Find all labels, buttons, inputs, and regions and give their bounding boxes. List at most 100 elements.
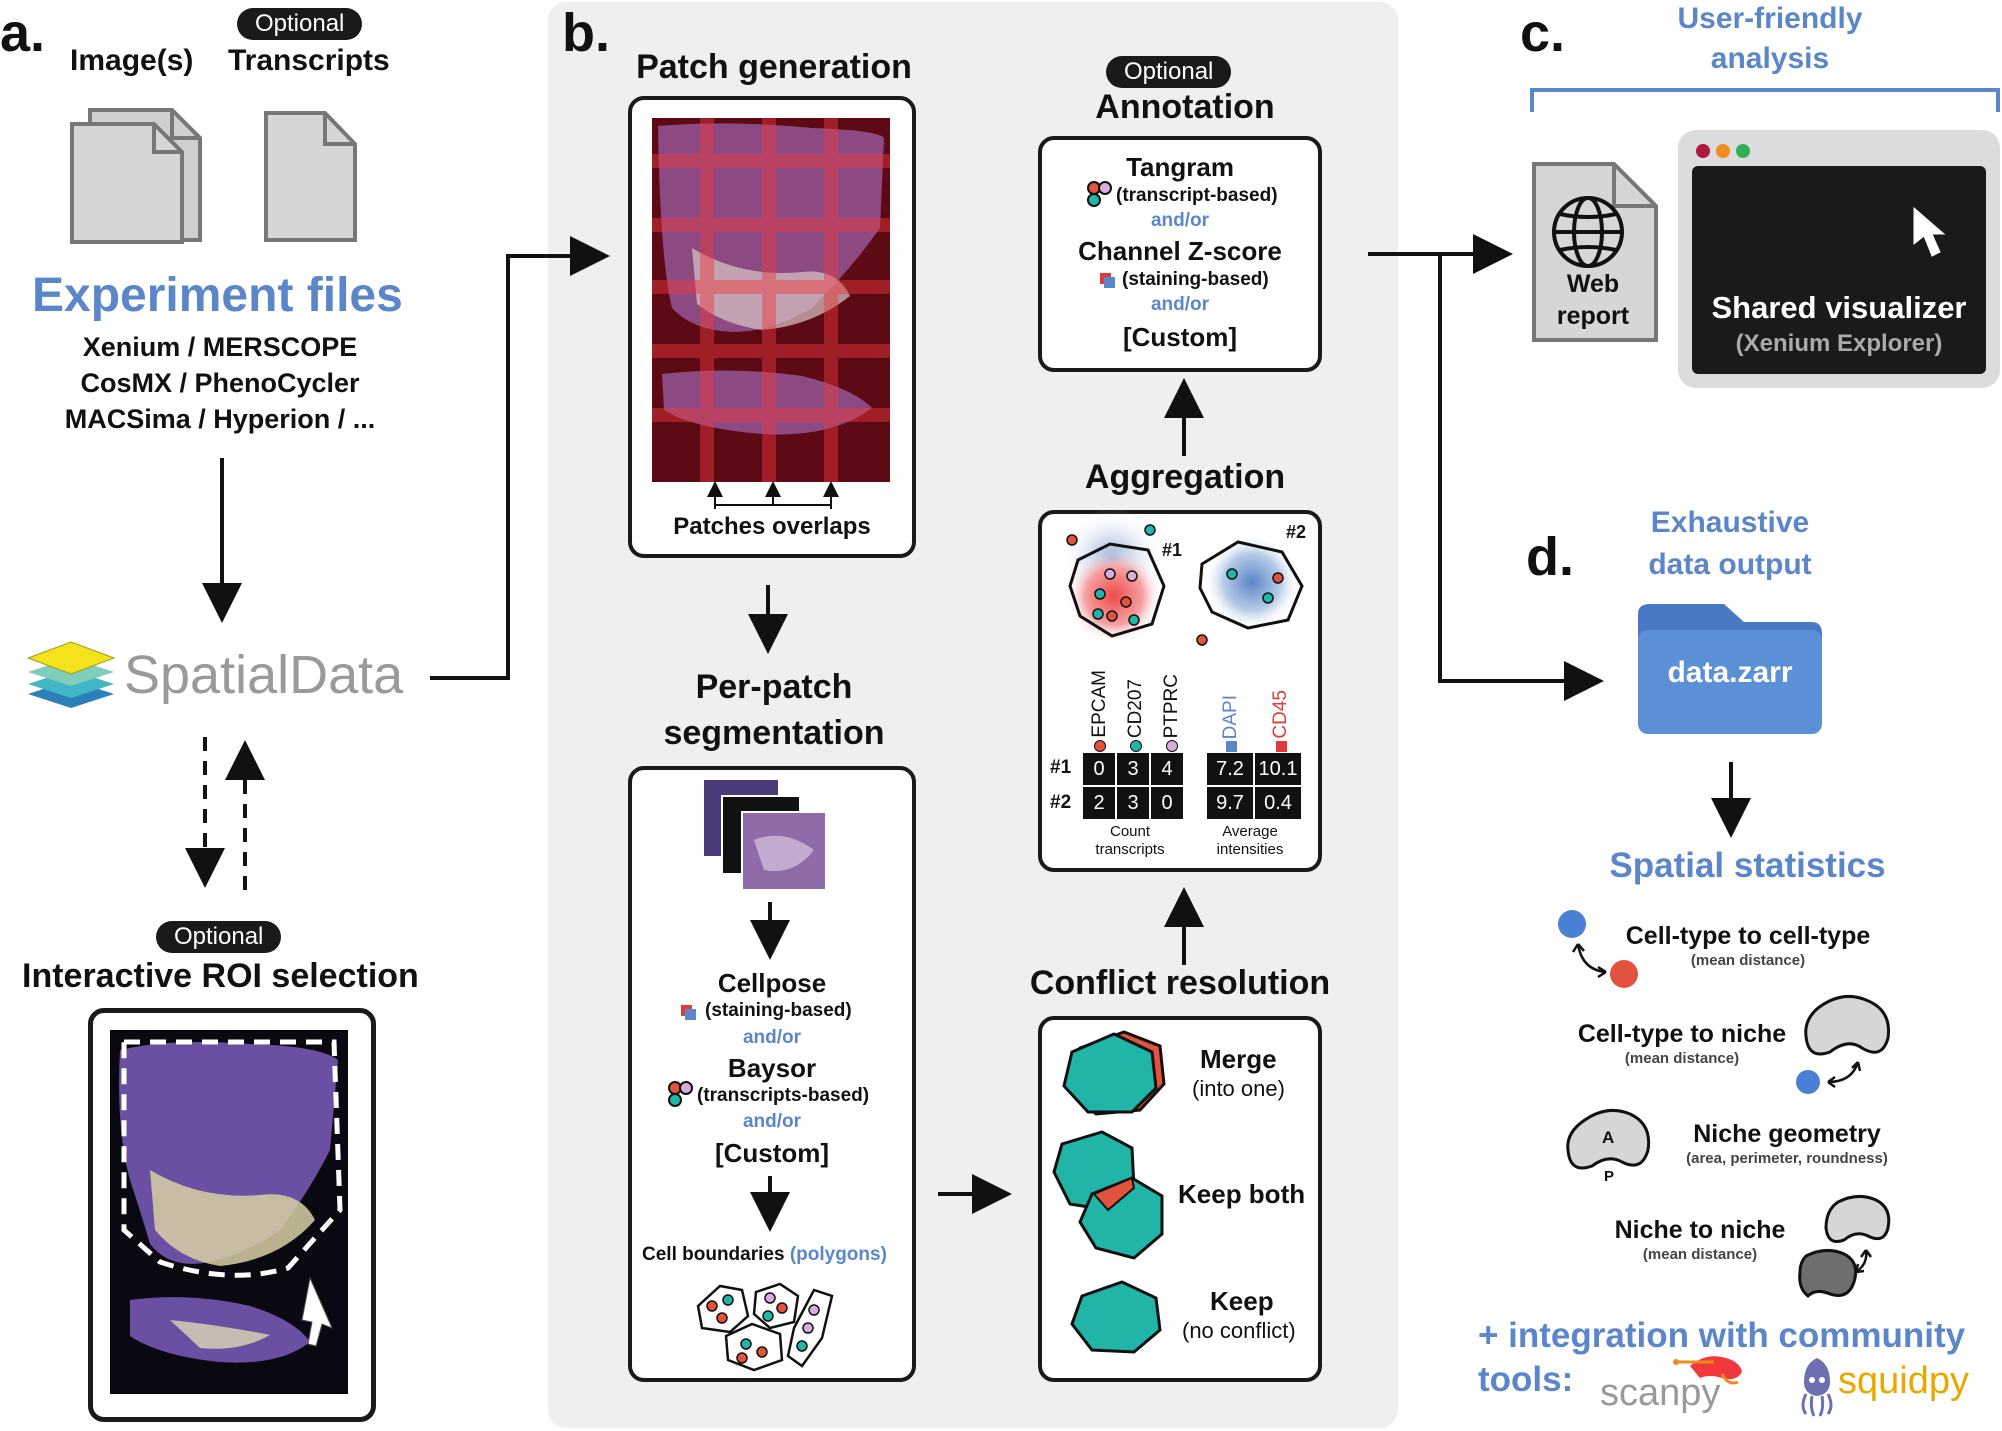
row-1-label: #1 <box>1050 757 1072 778</box>
andor-2: and/or <box>742 1111 802 1132</box>
count-cell: 0 <box>1151 787 1183 819</box>
baysor-label: Baysor <box>727 1053 817 1083</box>
zscore-sub-label: (staining-based) <box>1122 269 1269 290</box>
window-maximize-dot[interactable] <box>1736 144 1750 158</box>
gene-dot-cd207 <box>1130 740 1142 752</box>
roi-optional-badge: Optional <box>156 921 282 953</box>
panel-b-letter: b. <box>562 3 610 63</box>
transcript-file-icon <box>264 111 357 242</box>
panel-d-title-line1: Exhaustive <box>1650 506 1810 539</box>
spatialdata-logo-icon <box>26 641 116 708</box>
spatial-statistics-title: Spatial statistics <box>1609 846 1886 885</box>
celltype-pair-icon <box>1558 910 1638 988</box>
scanpy-label[interactable]: scanpy <box>1600 1372 1721 1414</box>
folder-label: data.zarr <box>1667 656 1793 689</box>
celltype-niche-icon <box>1796 994 1891 1094</box>
stat-1-sub: (mean distance) <box>1690 952 1806 969</box>
roi-title: Interactive ROI selection <box>22 957 419 995</box>
merge-label: Merge <box>1200 1044 1277 1074</box>
seg-arrow-1 <box>750 902 790 960</box>
web-report-line1: Web <box>1566 270 1620 298</box>
channel-label-dapi: DAPI <box>1220 694 1241 739</box>
xenium-explorer-label: (Xenium Explorer) <box>1735 330 1943 357</box>
image-files-icon <box>70 108 202 244</box>
annotation-title: Annotation <box>1095 88 1275 126</box>
keep-both-label: Keep both <box>1178 1179 1306 1209</box>
andor-4: and/or <box>1150 294 1210 315</box>
stat-2-sub: (mean distance) <box>1624 1050 1740 1067</box>
aggregation-cells-illustration <box>1060 508 1304 646</box>
zscore-staining-icon <box>1100 273 1116 289</box>
channel-label-cd45: CD45 <box>1270 690 1291 739</box>
count-caption-line1: Count <box>1109 823 1151 840</box>
gene-label-ptprc: PTPRC <box>1161 673 1182 738</box>
segmentation-title-line2: segmentation <box>663 714 885 752</box>
web-report-icon[interactable] <box>1530 160 1660 344</box>
roi-tissue-image[interactable] <box>110 1030 348 1394</box>
count-cell: 4 <box>1151 753 1183 785</box>
stat-1-label: Cell-type to cell-type <box>1625 922 1871 950</box>
gene-label-cd207: CD207 <box>1125 678 1146 738</box>
channel-labels: DAPI CD45 <box>1208 664 1304 752</box>
images-label: Image(s) <box>70 44 194 77</box>
polygons-text: (polygons) <box>789 1244 887 1265</box>
tangram-label: Tangram <box>1126 152 1234 182</box>
gene-label-epcam: EPCAM <box>1089 670 1110 738</box>
tech-line-1: Xenium / MERSCOPE <box>82 332 358 362</box>
annotation-optional-badge: Optional <box>1106 56 1232 88</box>
aggregation-title: Aggregation <box>1084 458 1286 496</box>
niche-geometry-icon <box>1566 1108 1651 1170</box>
intensity-cell: 9.7 <box>1207 787 1253 819</box>
seg-arrow-2 <box>750 1176 790 1232</box>
intensity-cell: 10.1 <box>1255 753 1301 785</box>
segmentation-title-line1: Per-patch <box>695 668 853 706</box>
scanpy-logo-icon[interactable] <box>1670 1348 1744 1388</box>
folder-icon[interactable] <box>1632 600 1828 738</box>
shared-visualizer-label: Shared visualizer <box>1711 290 1967 325</box>
cursor-icon <box>1913 206 1946 257</box>
transcripts-dots-icon <box>668 1081 693 1107</box>
cell-1-label: #1 <box>1162 540 1183 560</box>
row-2-label: #2 <box>1050 792 1072 813</box>
tech-line-2: CosMX / PhenoCycler <box>80 368 360 398</box>
gene-dot-ptprc <box>1166 740 1178 752</box>
squidpy-label[interactable]: squidpy <box>1838 1360 1969 1402</box>
web-report-line2: report <box>1556 302 1630 330</box>
cell-polygons-illustration <box>696 1282 834 1372</box>
tangram-sub-label: (transcript-based) <box>1116 185 1278 206</box>
channel-square-cd45 <box>1275 741 1287 752</box>
patch-stack-icon <box>704 780 827 891</box>
tangram-dots-icon <box>1087 181 1112 207</box>
squidpy-logo-icon[interactable] <box>1796 1356 1838 1418</box>
average-caption-line1: Average <box>1222 823 1278 840</box>
intensity-cell: 0.4 <box>1255 787 1301 819</box>
panel-c-title-line2: analysis <box>1710 42 1830 75</box>
niche-perimeter-letter: P <box>1604 1168 1615 1185</box>
cell-boundaries-label: Cell boundaries (polygons) <box>642 1244 887 1266</box>
andor-3: and/or <box>1150 210 1210 231</box>
keep-both-polygons-icon <box>1052 1130 1164 1260</box>
panel-a-letter: a. <box>0 3 46 63</box>
panel-c-title-line1: User-friendly <box>1677 2 1863 35</box>
custom-seg-label: [Custom] <box>714 1138 830 1168</box>
cellpose-label: Cellpose <box>717 968 827 998</box>
stat-2-label: Cell-type to niche <box>1577 1020 1787 1048</box>
andor-1: and/or <box>742 1027 802 1048</box>
integration-line1: + integration with community <box>1478 1316 1966 1355</box>
zscore-label: Channel Z-score <box>1078 236 1282 266</box>
custom-ann-label: [Custom] <box>1122 322 1238 352</box>
count-cell: 2 <box>1083 787 1115 819</box>
staining-icon <box>681 1005 696 1020</box>
stat-3-label: Niche geometry <box>1693 1120 1881 1148</box>
window-close-dot[interactable] <box>1696 144 1710 158</box>
count-table: 0 3 4 2 3 0 <box>1082 752 1192 820</box>
cell-boundaries-text: Cell boundaries <box>642 1244 785 1265</box>
tech-line-3: MACSima / Hyperion / ... <box>64 404 376 434</box>
conflict-resolution-title: Conflict resolution <box>1029 964 1331 1002</box>
keep-polygon-icon <box>1070 1280 1162 1354</box>
panel-c-letter: c. <box>1520 3 1566 63</box>
merge-sub-label: (into one) <box>1192 1076 1285 1101</box>
average-caption-line2: intensities <box>1216 841 1284 858</box>
window-minimize-dot[interactable] <box>1716 144 1730 158</box>
keep-sub-label: (no conflict) <box>1182 1318 1296 1343</box>
